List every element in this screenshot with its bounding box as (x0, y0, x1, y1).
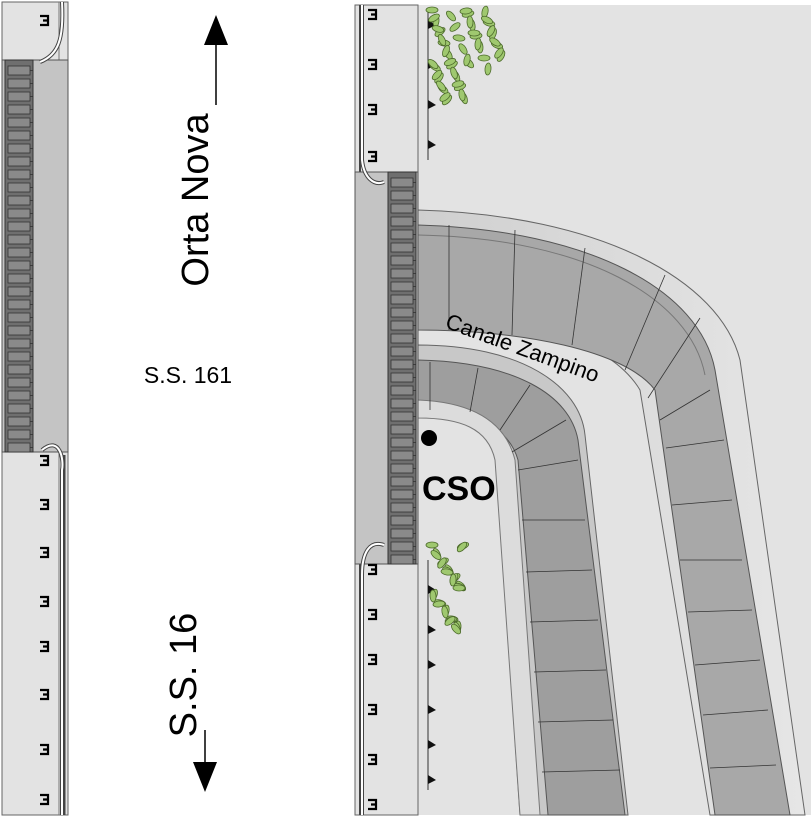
vegetation-bottom (425, 541, 470, 635)
left-road-section (1, 1, 69, 816)
channel-berm (417, 399, 541, 816)
channel-bed (417, 224, 791, 816)
road-label: S.S. 161 (144, 362, 232, 388)
north-arrow (204, 15, 228, 105)
right-curb-markers (368, 8, 378, 811)
south-arrow (193, 730, 217, 792)
vegetation-top (425, 5, 506, 106)
outfall-label: CSO (422, 470, 496, 508)
right-railing-bricks (390, 177, 416, 565)
south-destination-label: S.S. 16 (163, 613, 205, 738)
channel-section-lines (429, 225, 777, 773)
outfall-point (421, 430, 437, 446)
north-destination-label: Orta Nova (175, 113, 217, 287)
left-railing-bricks (7, 65, 33, 453)
left-curb-markers (40, 14, 50, 806)
